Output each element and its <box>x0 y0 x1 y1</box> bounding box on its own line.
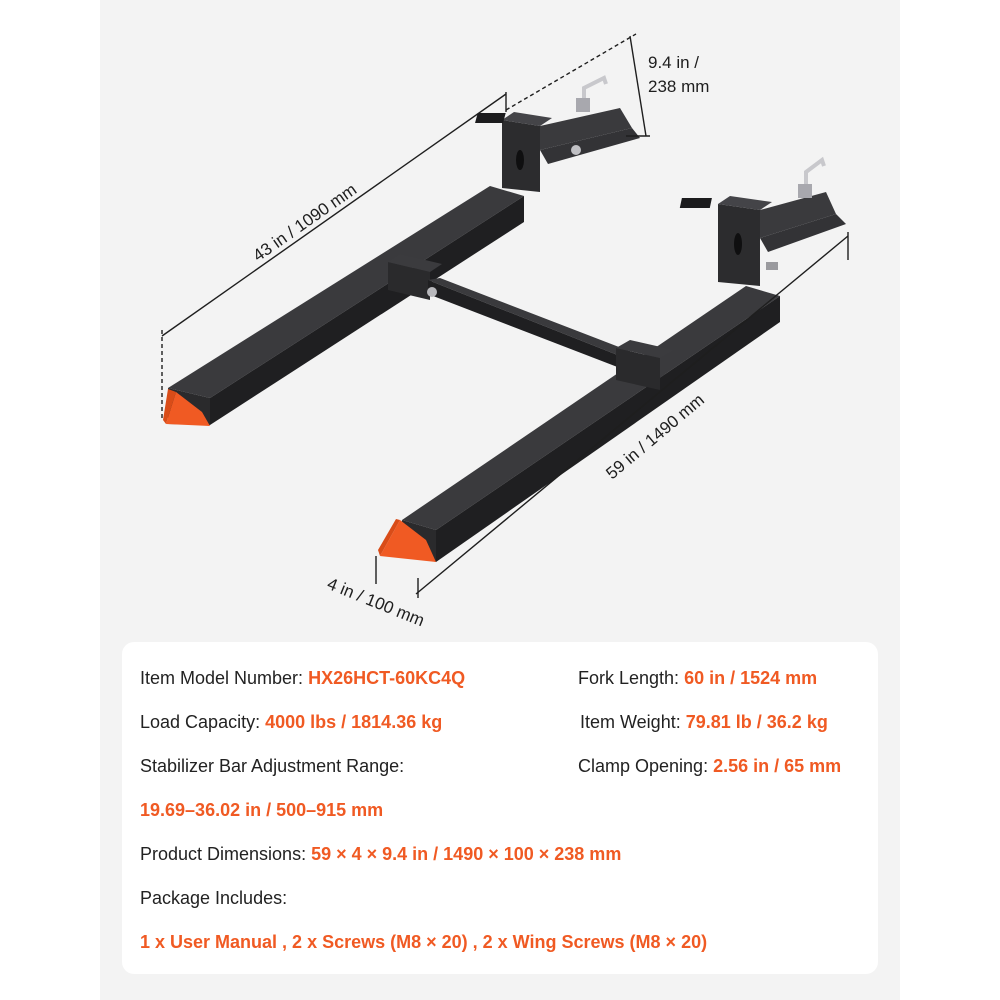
spec-load-capacity-value: 4000 lbs / 1814.36 kg <box>265 712 443 732</box>
pallet-fork-illustration: 9.4 in / 238 mm 43 in / 1090 mm 59 in / … <box>161 33 849 630</box>
spec-model: Item Model Number: HX26HCT-60KC4Q <box>140 668 465 689</box>
spec-fork-length: Fork Length: 60 in / 1524 mm <box>578 668 817 689</box>
spec-model-label: Item Model Number: <box>140 668 304 688</box>
dimension-lines <box>161 33 849 598</box>
spec-clamp-opening: Clamp Opening: 2.56 in / 65 mm <box>578 756 841 777</box>
left-fork <box>163 75 640 426</box>
spec-fork-length-value: 60 in / 1524 mm <box>684 668 818 688</box>
spec-package-label: Package Includes: <box>140 888 288 908</box>
spec-load-capacity: Load Capacity: 4000 lbs / 1814.36 kg <box>140 712 442 733</box>
spec-load-capacity-label: Load Capacity: <box>140 712 261 732</box>
dim-height-mm: 238 mm <box>648 77 709 96</box>
right-fork <box>378 156 846 562</box>
spec-clamp-opening-value: 2.56 in / 65 mm <box>713 756 842 776</box>
specs-panel: Item Model Number: HX26HCT-60KC4Q Load C… <box>122 642 878 974</box>
spec-clamp-opening-label: Clamp Opening: <box>578 756 709 776</box>
spec-product-dimensions-value: 59 × 4 × 9.4 in / 1490 × 100 × 238 mm <box>311 844 622 864</box>
spec-product-dimensions: Product Dimensions: 59 × 4 × 9.4 in / 14… <box>140 844 621 865</box>
dim-rear-length: 43 in / 1090 mm <box>249 180 360 265</box>
spec-product-dimensions-label: Product Dimensions: <box>140 844 307 864</box>
spec-package-value: 1 x User Manual , 2 x Screws (M8 × 20) ,… <box>140 932 708 952</box>
spec-item-weight-label: Item Weight: <box>580 712 681 732</box>
dim-height-inches: 9.4 in / <box>648 53 699 72</box>
spec-fork-length-label: Fork Length: <box>578 668 680 688</box>
spec-item-weight: Item Weight: 79.81 lb / 36.2 kg <box>580 712 828 733</box>
spec-stabilizer-value: 19.69–36.02 in / 500–915 mm <box>140 800 384 820</box>
spec-item-weight-value: 79.81 lb / 36.2 kg <box>685 712 828 732</box>
left-fork-tip <box>166 392 210 426</box>
right-fork-tip <box>380 520 436 562</box>
spec-stabilizer-label: Stabilizer Bar Adjustment Range: <box>140 756 405 776</box>
spec-model-value: HX26HCT-60KC4Q <box>308 668 466 688</box>
